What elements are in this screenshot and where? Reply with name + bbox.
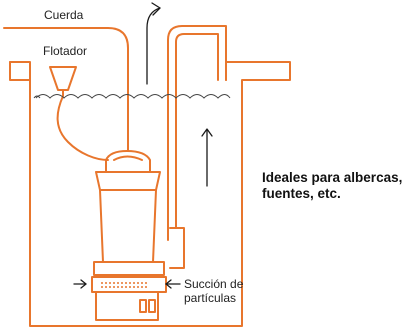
- rope-line: [3, 27, 129, 151]
- intake-slot-2: [148, 299, 156, 313]
- outflow-arrowhead: [151, 2, 161, 16]
- pump-base: [91, 276, 167, 293]
- discharge-pipe: [167, 25, 227, 241]
- discharge-pipe-inner: [175, 33, 219, 229]
- pump-handle: [105, 150, 151, 173]
- tank-left-lip: [9, 61, 31, 81]
- pump-intake: [95, 291, 159, 321]
- rope-label: Cuerda: [44, 8, 84, 22]
- pump-motor: [99, 189, 157, 263]
- float-cord: [56, 95, 109, 161]
- intake-arrowhead-left: [80, 279, 87, 289]
- outflow-arrow: [146, 7, 161, 85]
- suction-label-line2: partículas: [184, 291, 237, 305]
- tagline-line1: Ideales para albercas,: [262, 170, 403, 185]
- float-body: [49, 66, 77, 91]
- upflow-arrowhead: [201, 128, 213, 137]
- pump-top: [95, 171, 161, 191]
- pump-lower: [93, 261, 165, 276]
- water-surface: [35, 94, 231, 99]
- pump-handle-grip: [113, 155, 143, 161]
- intake-arrowhead-right: [165, 279, 172, 289]
- intake-dots: [101, 282, 147, 288]
- tank-outline: [9, 61, 291, 327]
- tagline-line2: fuentes, etc.: [262, 186, 341, 201]
- water-left-mark: [33, 95, 41, 99]
- suction-label-line1: Succión de: [184, 277, 244, 291]
- pipe-bottom-cap: [169, 227, 185, 269]
- float-label: Flotador: [43, 44, 88, 58]
- intake-slot-1: [139, 299, 147, 313]
